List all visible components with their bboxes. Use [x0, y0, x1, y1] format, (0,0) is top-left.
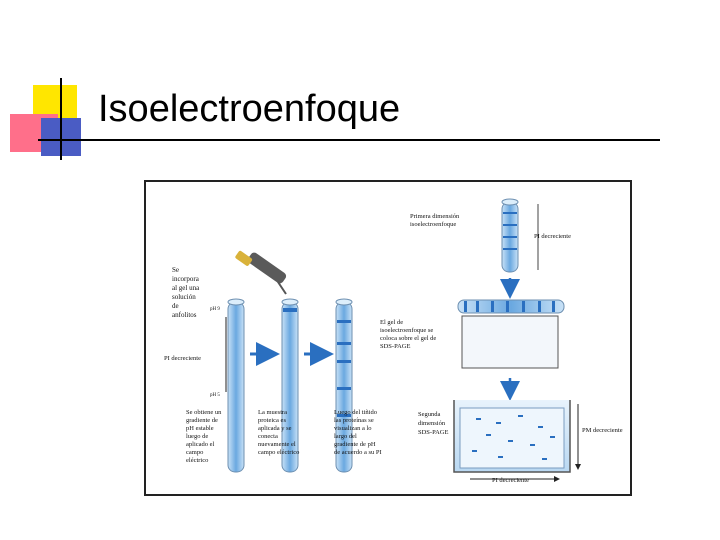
label-step-1: Se obtiene un gradiente de pH estable lu… — [186, 409, 223, 464]
label-pi-decreasing-right: PI decreciente — [534, 233, 571, 240]
label-first-dimension: Primera dimensión isoelectroenfoque — [410, 213, 461, 228]
label-add-ampholytes: Se incorpora al gel una solución de anfo… — [172, 266, 201, 319]
label-ph-bottom: pH 5 — [210, 393, 220, 398]
decor-vertical-line — [60, 78, 62, 160]
label-second-dimension: Segunda dimensión SDS-PAGE — [418, 411, 448, 436]
dropper-icon — [235, 250, 287, 295]
sds-page-slab — [461, 315, 559, 369]
label-step-2: La muestra proteica es aplicada y se con… — [258, 409, 299, 456]
label-pi-decreasing-left: PI decreciente — [164, 355, 201, 362]
figure-diagram: Se incorpora al gel una solución de anfo… — [164, 198, 623, 484]
label-ph-top: pH 9 — [210, 307, 220, 312]
title-underline — [38, 139, 660, 141]
gel-tube-2 — [281, 298, 299, 473]
gel-tube-3 — [335, 298, 353, 473]
label-pm-decreasing: PM decreciente — [582, 427, 623, 434]
label-pi-decreasing-bottom: PI decreciente — [492, 477, 529, 484]
ief-strip — [457, 299, 565, 314]
second-dimension-gel — [453, 400, 581, 482]
slide-title: Isoelectroenfoque — [98, 88, 401, 130]
label-gel-placed: El gel de isoelectroenfoque se coloca so… — [380, 319, 438, 350]
isoelectric-focusing-figure: Se incorpora al gel una solución de anfo… — [144, 180, 632, 496]
label-step-3: Luego del tiñido las proteínas se visual… — [334, 409, 382, 456]
first-dimension-tube — [501, 198, 539, 273]
gel-tube-1 — [225, 298, 245, 473]
